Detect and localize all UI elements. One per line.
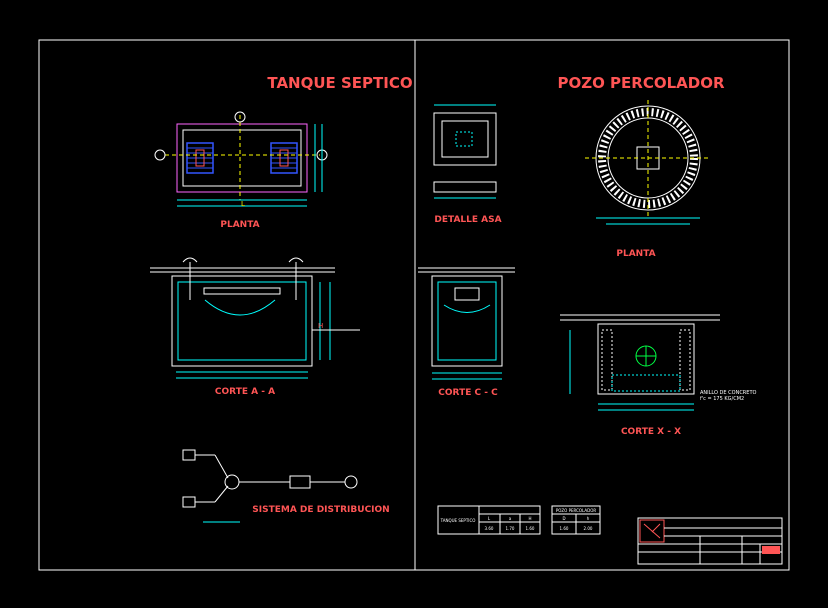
tanque-table <box>437 505 541 535</box>
pozo-planta-drawing <box>585 100 711 225</box>
pozo-val-h: 2.00 <box>584 526 593 531</box>
tanque-planta-label: PLANTA <box>220 220 259 230</box>
tanque-corte-aa-label: CORTE A - A <box>215 387 275 397</box>
pozo-corte-xx-drawing <box>560 314 720 411</box>
tanque-val-a: 1.70 <box>506 526 515 531</box>
tanque-col-a: a <box>509 516 512 521</box>
sistema-distribucion-drawing <box>182 449 358 523</box>
tanque-corte-aa-drawing <box>150 257 360 379</box>
right-title: POZO PERCOLADOR <box>557 74 725 92</box>
sistema-distribucion-label: SISTEMA DE DISTRIBUCION <box>252 505 389 515</box>
tanque-planta-drawing <box>154 111 328 207</box>
pozo-table-label: POZO PERCOLADOR <box>556 508 596 513</box>
pozo-anillo-label-1: ANILLO DE CONCRETO <box>700 390 756 396</box>
left-title: TANQUE SEPTICO <box>267 74 412 92</box>
corte-cc-drawing <box>418 267 515 380</box>
pozo-corte-xx-label: CORTE X - X <box>621 427 681 437</box>
pozo-col-h: h <box>587 516 590 521</box>
tanque-letter-h: H <box>318 322 323 330</box>
title-block <box>637 517 783 565</box>
pozo-col-d: D <box>562 516 565 521</box>
tanque-letter-l: L <box>241 200 245 208</box>
tanque-val-l: 3.60 <box>485 526 494 531</box>
sheet-frame <box>38 39 790 571</box>
corte-cc-label: CORTE C - C <box>438 388 498 398</box>
pozo-anillo-label-2: f'c = 175 KG/CM2 <box>700 396 744 402</box>
pozo-table <box>551 505 601 535</box>
detalle-asa-drawing <box>433 104 497 199</box>
pozo-planta-label: PLANTA <box>616 249 655 259</box>
tanque-col-h: H <box>528 516 531 521</box>
tanque-col-l: L <box>488 516 491 521</box>
pozo-val-d: 1.60 <box>560 526 569 531</box>
tanque-table-label: TANQUE SEPTICO <box>440 518 476 523</box>
detalle-asa-label: DETALLE ASA <box>434 215 501 225</box>
tanque-val-h: 1.60 <box>526 526 535 531</box>
